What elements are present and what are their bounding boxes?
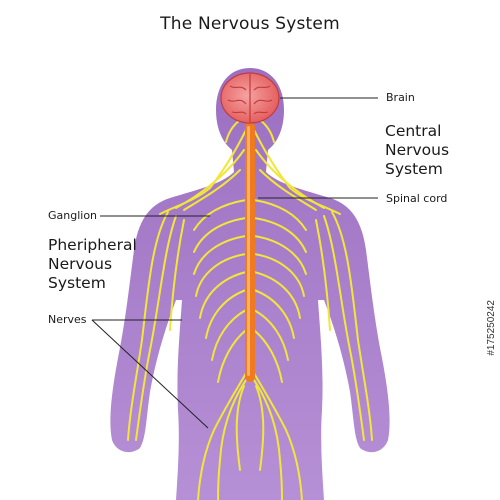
central-line-2: Nervous	[385, 141, 450, 159]
brain-label: Brain	[386, 91, 415, 104]
diagram-title: The Nervous System	[160, 14, 340, 34]
central-nervous-system-label: Central Nervous System	[385, 122, 500, 179]
central-line-3: System	[385, 160, 443, 178]
central-line-1: Central	[385, 122, 442, 140]
nerves-label: Nerves	[48, 313, 87, 326]
peripheral-line-3: System	[48, 274, 106, 292]
peripheral-nervous-system-label: Pheripheral Nervous System	[48, 236, 178, 293]
peripheral-line-2: Nervous	[48, 255, 113, 273]
peripheral-line-1: Pheripheral	[48, 236, 137, 254]
leader-lines	[91, 97, 378, 429]
nerves-leader-line-2	[91, 319, 209, 429]
ganglion-label: Ganglion	[48, 209, 98, 222]
brain	[220, 72, 280, 124]
stock-id: #175250242	[486, 300, 497, 356]
peripheral-nerves	[127, 119, 373, 500]
spinal-cord-label: Spinal cord	[386, 192, 448, 205]
